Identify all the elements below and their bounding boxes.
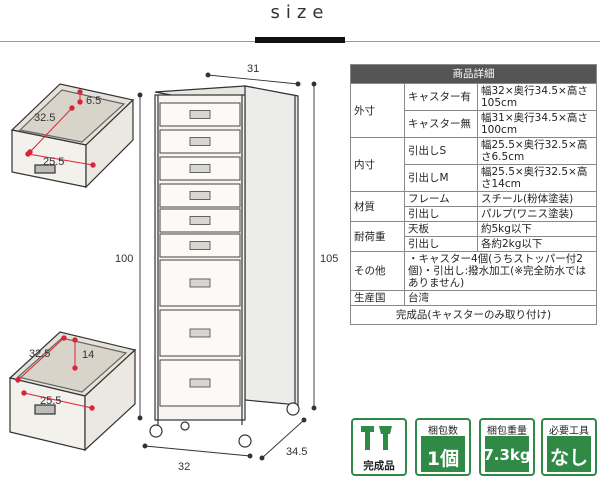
cabinet-width-bottom-label: 32 [178, 461, 190, 473]
cabinet-width-top-label: 31 [247, 63, 259, 75]
drawer-m-value: 幅25.5×奥行32.5×高さ14cm [477, 164, 597, 192]
origin-label: 生産国 [350, 290, 405, 306]
drawer-m-illustration [8, 331, 137, 452]
cabinet-drawer-handle [189, 191, 211, 200]
drawer-s-depth-label: 32.5 [34, 112, 55, 124]
drawer-load-value: 各約2kg以下 [477, 236, 597, 252]
cabinet-drawer-handle [189, 164, 211, 173]
caster-no-value: 幅31×奥行34.5×高さ100cm [477, 110, 597, 138]
cabinet-drawer-handle [189, 216, 211, 225]
load-label: 耐荷重 [350, 221, 405, 252]
badge-assembled: 完成品 [351, 418, 407, 476]
drawer-m-height-label: 14 [82, 349, 94, 361]
spec-footer: 完成品(キャスターのみ取り付け) [350, 305, 597, 325]
page-title: size [270, 2, 330, 23]
cabinet-height-right-label: 105 [320, 253, 338, 265]
drawer-s-illustration [10, 83, 135, 189]
drawer-s-width-label: 25.5 [43, 156, 64, 168]
drawer-material-label: 引出し [404, 206, 478, 222]
badge-tools-required-label: 必要工具 [549, 426, 589, 437]
badge-package-count: 梱包数 1個 [415, 418, 471, 476]
drawer-m-depth-label: 32.5 [29, 348, 50, 360]
drawer-material-value: パルプ(ワニス塗装) [477, 206, 597, 222]
cabinet-dim-lines [137, 72, 317, 461]
cabinet-height-left-label: 100 [115, 253, 133, 265]
drawer-s-value: 幅25.5×奥行32.5×高さ6.5cm [477, 137, 597, 165]
cabinet-drawer-handle [189, 378, 211, 388]
caster-yes-value: 幅32×奥行34.5×高さ105cm [477, 83, 597, 111]
cabinet-drawer-handle [189, 278, 211, 288]
badge-package-weight-value: 7.3kg [483, 446, 531, 464]
badge-package-count-value: 1個 [426, 448, 460, 470]
drawer-s-label: 引出しS [404, 137, 478, 165]
tools-icon [361, 426, 392, 450]
top-label: 天板 [404, 221, 478, 237]
inner-size-label: 内寸 [350, 137, 405, 192]
other-value: ・キャスター4個(うちストッパー付2個)・引出し:撥水加工(※完全防水ではありま… [404, 251, 597, 291]
cabinet-drawers [159, 102, 241, 407]
material-label: 材質 [350, 191, 405, 222]
badge-tools-required-value: なし [549, 447, 588, 469]
spec-header: 商品詳細 [350, 64, 597, 84]
cabinet-drawer-handle [189, 137, 211, 146]
badge-package-weight: 梱包重量 7.3kg [479, 418, 535, 476]
drawer-m-width-label: 25.5 [40, 395, 61, 407]
drawer-s-dims [25, 89, 96, 168]
cabinet-drawer-handle [189, 110, 211, 119]
frame-label: フレーム [404, 191, 478, 207]
caster-yes-label: キャスター有 [404, 83, 478, 111]
cabinet-drawer-handle [189, 328, 211, 338]
origin-value: 台湾 [404, 290, 597, 306]
badge-package-weight-label: 梱包重量 [487, 426, 527, 437]
spec-table: 商品詳細 外寸 キャスター有 幅32×奥行34.5×高さ105cm キャスター無… [350, 64, 597, 325]
frame-value: スチール(粉体塗装) [477, 191, 597, 207]
badge-row: 完成品 梱包数 1個 梱包重量 7.3kg 必要工具 なし [351, 418, 599, 478]
cabinet-depth-label: 34.5 [286, 446, 307, 458]
drawer-s-height-label: 6.5 [86, 95, 101, 107]
cabinet-casters [149, 402, 300, 448]
title-accent-bar [255, 37, 345, 43]
cabinet-drawer-handle [189, 241, 211, 250]
other-label: その他 [350, 251, 405, 291]
badge-assembled-value: 完成品 [363, 460, 395, 472]
top-load-value: 約5kg以下 [477, 221, 597, 237]
drawer-load-label: 引出し [404, 236, 478, 252]
badge-package-count-label: 梱包数 [428, 426, 458, 437]
caster-no-label: キャスター無 [404, 110, 478, 138]
badge-tools-required: 必要工具 なし [541, 418, 597, 476]
outer-size-label: 外寸 [350, 83, 405, 138]
drawer-m-label: 引出しM [404, 164, 478, 192]
drawer-m-dims [15, 335, 95, 411]
